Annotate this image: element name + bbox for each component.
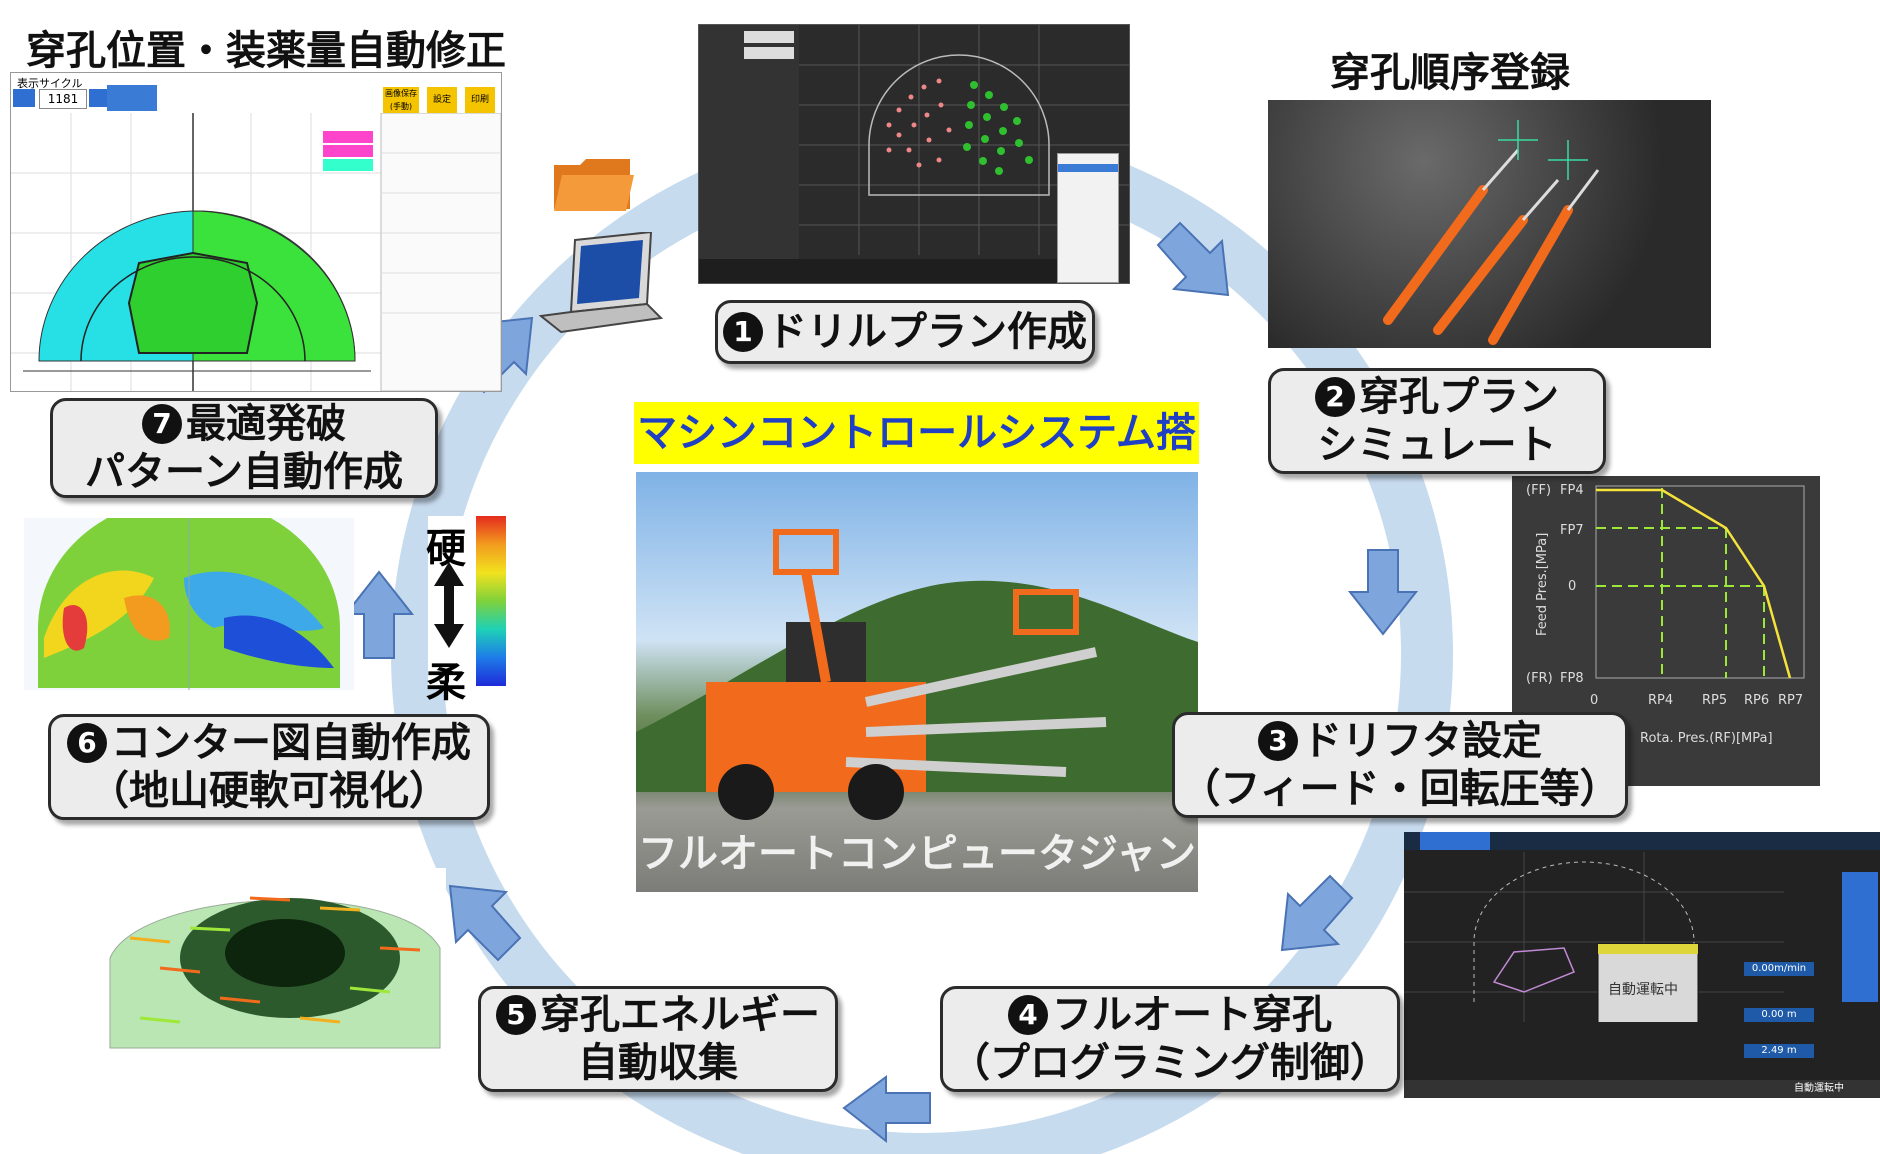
- step-4-title: フルオート穿孔: [1052, 992, 1332, 1038]
- drill-plan-toolbar: [699, 259, 1057, 283]
- arrow-step4-to-5: [842, 1075, 931, 1144]
- x-label-rp5: RP5: [1702, 693, 1727, 708]
- cycle-input[interactable]: 1181: [39, 89, 87, 109]
- y-axis-title: Feed Pres.[MPa]: [1535, 533, 1550, 636]
- step-5-title: 穿孔エネルギー: [540, 992, 820, 1038]
- step-7-number: 7: [142, 404, 182, 444]
- folder-icon: [554, 159, 634, 211]
- target-select[interactable]: [744, 47, 794, 59]
- hole-type-dropdown[interactable]: [1057, 153, 1119, 283]
- step-7-subtitle: パターン自動作成: [85, 449, 403, 495]
- drill-sequence-3d-view: [1268, 100, 1711, 348]
- y-label-fp4: FP4: [1560, 483, 1584, 498]
- heading-order-registration: 穿孔順序登録: [1330, 50, 1570, 96]
- photo-caption: フルオートコンピュータジャンボ: [638, 831, 1196, 892]
- step-3-title: ドリフタ設定: [1302, 718, 1542, 764]
- x-label-rp7: RP7: [1778, 693, 1803, 708]
- blast-pattern-drawing: [11, 113, 501, 391]
- contour-map: [24, 518, 354, 690]
- arrow-step1-to-2: [1156, 221, 1230, 297]
- fullauto-status-text: 自動運転中: [1608, 982, 1678, 998]
- fullauto-side-menu[interactable]: [1842, 872, 1878, 1002]
- prev-cycle-button[interactable]: [13, 89, 35, 107]
- step-4-number: 4: [1008, 995, 1048, 1035]
- soft-label: 柔: [426, 660, 466, 706]
- step-3-number: 3: [1258, 721, 1298, 761]
- heading-correction: 穿孔位置・装薬量自動修正: [26, 28, 506, 74]
- depth-readout: 0.00 m: [1744, 1008, 1814, 1022]
- step-1-title: ドリルプラン作成: [767, 309, 1087, 355]
- y-label-fp8: FP8: [1560, 671, 1584, 686]
- step-5-subtitle: 自動収集: [578, 1040, 738, 1086]
- arrow-step3-to-4: [1280, 874, 1354, 952]
- feed-rate-readout: 0.00m/min: [1744, 962, 1814, 976]
- arrow-step2-to-3: [1348, 549, 1418, 636]
- length-readout: 2.49 m: [1744, 1044, 1814, 1058]
- print-button[interactable]: 印刷: [465, 87, 495, 113]
- save-image-button[interactable]: 画像保存(手動): [383, 87, 419, 113]
- y-label-fr: (FR): [1526, 671, 1553, 686]
- x-axis-title: Rota. Pres.(RF)[MPa]: [1640, 731, 1773, 746]
- step-2-number: 2: [1315, 377, 1355, 417]
- auto-button[interactable]: [107, 85, 157, 111]
- step-1-number: 1: [723, 312, 763, 352]
- fullauto-screen: 自動運転中 0.00m/min 0.00 m 2.49 m 自動運転中: [1404, 832, 1880, 1098]
- step-6-title: コンター図自動作成: [111, 720, 471, 766]
- step-6-subtitle: （地山硬軟可視化）: [89, 768, 449, 814]
- hardness-scale: [428, 516, 510, 688]
- step-2-subtitle: シミュレート: [1317, 422, 1557, 468]
- fullauto-tabbar: [1404, 832, 1880, 850]
- method-select[interactable]: [744, 31, 794, 43]
- fullauto-footer-status: 自動運転中: [1794, 1083, 1844, 1094]
- x-label-zero: 0: [1590, 693, 1598, 708]
- y-label-fp7: FP7: [1560, 523, 1584, 538]
- laptop-icon: [538, 232, 664, 334]
- correction-screen: 表示サイクル 1181 画像保存(手動) 設定 印刷: [10, 72, 502, 392]
- y-label-zero: 0: [1568, 579, 1576, 594]
- step-2-title: 穿孔プラン: [1359, 374, 1559, 420]
- step-7-title: 最適発破: [186, 401, 346, 447]
- jumbo-photo: フルオートコンピュータジャンボ: [636, 472, 1198, 892]
- tab-auto-drilling[interactable]: [1420, 832, 1490, 850]
- hard-label: 硬: [426, 526, 466, 572]
- step-6-number: 6: [67, 723, 107, 763]
- arrow-step5-to-6: [448, 884, 522, 962]
- settings-button[interactable]: 設定: [427, 87, 457, 113]
- step-5-number: 5: [496, 995, 536, 1035]
- center-title: マシンコントロールシステム搭載: [634, 402, 1199, 518]
- cycle-label: 表示サイクル: [17, 77, 83, 90]
- next-cycle-button[interactable]: [89, 89, 111, 107]
- hardness-color-bar: [476, 516, 506, 686]
- up-down-arrow-icon: [434, 562, 464, 648]
- step-3-subtitle: （フィード・回転圧等）: [1180, 766, 1620, 812]
- x-label-rp6: RP6: [1744, 693, 1769, 708]
- step-4-subtitle: （プログラミング制御）: [950, 1040, 1390, 1086]
- arrow-step6-to-7: [344, 570, 414, 659]
- x-label-rp4: RP4: [1648, 693, 1673, 708]
- drill-plan-screen: [698, 24, 1130, 284]
- drilling-energy-3d-view: [100, 868, 446, 1063]
- y-label-ff: (FF): [1526, 483, 1551, 498]
- fullauto-drawing: 自動運転中: [1404, 852, 1784, 1022]
